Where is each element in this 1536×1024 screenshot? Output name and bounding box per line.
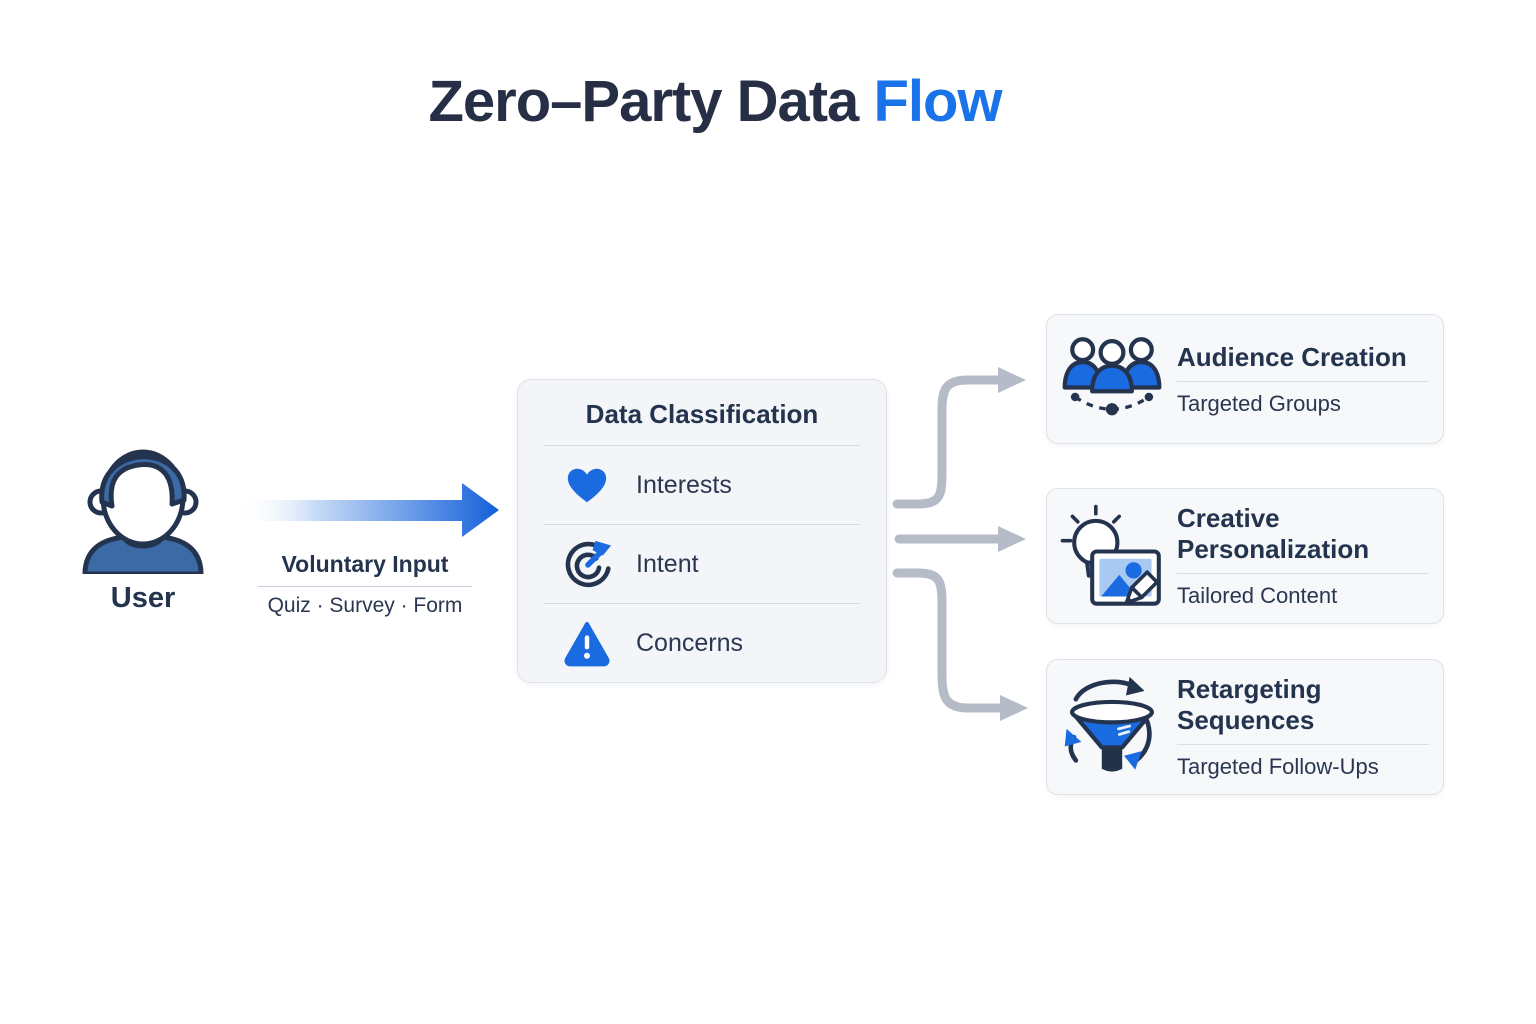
classification-item-label: Concerns — [636, 628, 743, 657]
voluntary-input-methods: Quiz · Survey · Form — [267, 594, 463, 617]
output-title: Creative Personalization — [1177, 503, 1370, 564]
connector-middle-arrowhead — [998, 526, 1026, 552]
voluntary-input-block: Voluntary Input Quiz · Survey · Form — [256, 551, 474, 618]
output-retargeting-sequences: Retargeting Sequences Targeted Follow-Up… — [1046, 659, 1444, 795]
classification-item-intent: Intent — [518, 525, 886, 603]
user-label: User — [110, 582, 176, 614]
classification-row-divider — [544, 603, 860, 604]
page-title: Zero–Party Data Flow — [0, 68, 1430, 135]
audience-group-icon — [1047, 333, 1177, 425]
classification-item-label: Interests — [636, 470, 732, 499]
classification-item-label: Intent — [636, 549, 699, 578]
classification-title: Data Classification — [585, 399, 819, 429]
output-divider — [1177, 744, 1429, 745]
output-subtitle: Targeted Follow-Ups — [1177, 754, 1379, 779]
connector-top-arrowhead — [998, 367, 1026, 393]
classification-row-divider — [544, 524, 860, 525]
output-title: Retargeting Sequences — [1177, 674, 1322, 735]
title-accent: Flow — [873, 69, 1002, 134]
voluntary-input-arrow — [237, 483, 499, 537]
heart-icon — [562, 460, 612, 510]
output-audience-creation: Audience Creation Targeted Groups — [1046, 314, 1444, 444]
output-creative-personalization: Creative Personalization Tailored Conten… — [1046, 488, 1444, 624]
title-main: Zero–Party Data — [428, 69, 859, 134]
voluntary-input-label: Voluntary Input — [281, 551, 449, 577]
classification-item-interests: Interests — [518, 446, 886, 524]
output-divider — [1177, 380, 1429, 382]
classification-title-divider — [544, 445, 860, 446]
data-classification-panel: Data Classification Interests Intent — [517, 379, 887, 683]
connector-bottom-arrowhead — [1000, 695, 1028, 721]
connector-top — [892, 375, 1003, 509]
user-avatar-icon — [82, 449, 204, 574]
connector-bottom — [892, 568, 1005, 713]
output-title: Audience Creation — [1177, 341, 1407, 372]
target-icon — [562, 539, 612, 589]
output-divider — [1177, 573, 1429, 574]
user-node: User — [68, 418, 218, 615]
warning-icon — [562, 618, 612, 668]
output-subtitle: Targeted Groups — [1177, 390, 1341, 416]
output-subtitle: Tailored Content — [1177, 583, 1338, 608]
classification-item-concerns: Concerns — [518, 604, 886, 682]
voluntary-input-divider — [258, 586, 472, 587]
retargeting-funnel-icon — [1047, 672, 1177, 782]
creative-bulb-image-icon — [1047, 500, 1177, 612]
